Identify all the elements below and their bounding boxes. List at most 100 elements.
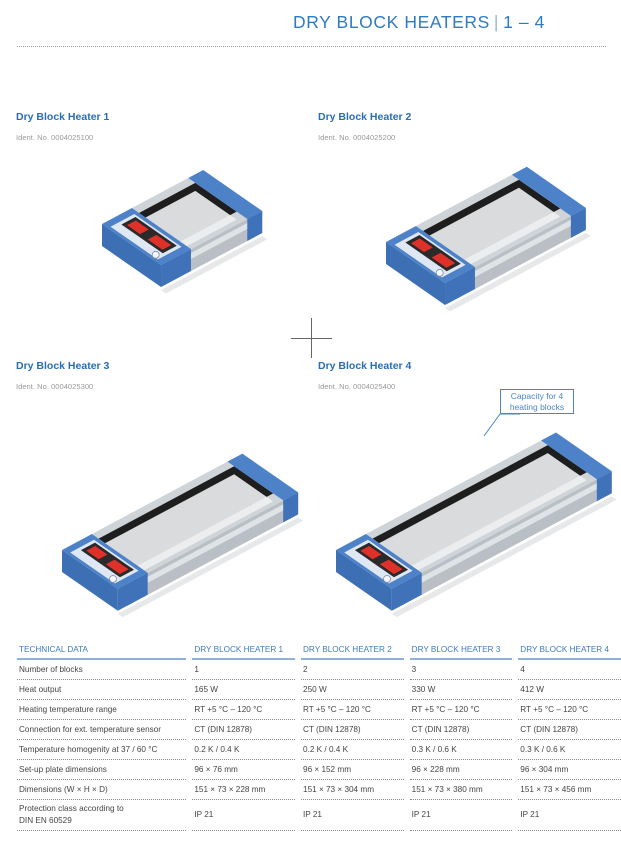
rear-cap	[511, 166, 586, 216]
title-separator: |	[493, 12, 500, 32]
front-cap-side	[391, 572, 422, 611]
table-row: Protection class according to DIN EN 6052…	[17, 800, 621, 831]
temperature-display	[127, 220, 149, 235]
cell-heater-3: 151 × 73 × 380 mm	[409, 780, 513, 800]
cell-heater-3: RT +5 °C – 120 °C	[409, 700, 513, 720]
heater-illustration-3	[62, 453, 304, 618]
power-knob	[383, 575, 391, 583]
page-title: DRY BLOCK HEATERS|1 – 4	[293, 12, 545, 33]
cell-heater-2: 151 × 73 × 304 mm	[301, 780, 404, 800]
power-knob	[435, 268, 444, 277]
cell-heater-1: 0.2 K / 0.4 K	[192, 740, 296, 760]
heater-illustration-1	[102, 169, 268, 294]
cell-heater-1: 96 × 76 mm	[192, 760, 296, 780]
cell-heater-4: IP 21	[518, 800, 621, 831]
rear-cap-side	[283, 492, 299, 523]
row-label: Protection class according to DIN EN 6052…	[17, 800, 187, 831]
cell-heater-4: 151 × 73 × 456 mm	[518, 780, 621, 800]
cell-heater-3: 330 W	[409, 680, 513, 700]
cell-heater-1: 151 × 73 × 228 mm	[192, 780, 296, 800]
crosshair-vertical	[311, 318, 312, 358]
rear-cap-side	[596, 471, 612, 502]
cell-heater-2: 96 × 152 mm	[301, 760, 404, 780]
cell-heater-4: RT +5 °C – 120 °C	[518, 700, 621, 720]
rear-cap	[188, 169, 263, 219]
product-ident-4: Ident. No. 0004025400	[318, 382, 396, 391]
row-label: Heating temperature range	[17, 700, 187, 720]
product-name-2: Dry Block Heater 2	[318, 111, 412, 123]
front-cap-side	[161, 249, 191, 288]
capacity-callout: Capacity for 4 heating blocks	[500, 389, 574, 414]
temperature-display	[360, 546, 382, 560]
rear-cap	[541, 432, 612, 480]
cell-heater-3: IP 21	[409, 800, 513, 831]
cell-heater-2: 250 W	[301, 680, 404, 700]
cell-heater-4: 4	[518, 660, 621, 680]
product-name-3: Dry Block Heater 3	[16, 360, 110, 372]
row-label: Set-up plate dimensions	[17, 760, 187, 780]
side-highlight	[117, 496, 299, 599]
cell-heater-4: 96 × 304 mm	[518, 760, 621, 780]
cell-heater-2: CT (DIN 12878)	[301, 720, 404, 740]
end-face	[336, 550, 392, 611]
rear-cap-side	[247, 210, 263, 241]
shadow	[391, 496, 617, 618]
side-highlight	[391, 475, 612, 599]
cell-heater-4: 412 W	[518, 680, 621, 700]
shadow	[445, 232, 591, 312]
well-floor	[98, 474, 274, 574]
cell-heater-1: 165 W	[192, 680, 296, 700]
product-images	[62, 166, 617, 618]
timer-display	[105, 559, 129, 574]
title-range: 1 – 4	[503, 12, 545, 32]
row-label: Temperature homogenity at 37 / 60 °C	[17, 740, 187, 760]
table-header-row: TECHNICAL DATA DRY BLOCK HEATER 1 DRY BL…	[17, 641, 621, 660]
timer-display	[147, 234, 172, 250]
temperature-display	[86, 546, 108, 560]
row-label: Number of blocks	[17, 660, 187, 680]
cell-heater-4: 0.3 K / 0.6 K	[518, 740, 621, 760]
heater-illustration-4	[336, 432, 617, 618]
product-name-1: Dry Block Heater 1	[16, 111, 110, 123]
temperature-display	[411, 238, 433, 253]
cell-heater-1: 1	[192, 660, 296, 680]
well-floor	[423, 187, 561, 268]
end-face	[386, 242, 446, 306]
technical-data-table: TECHNICAL DATA DRY BLOCK HEATER 1 DRY BL…	[17, 641, 621, 831]
row-label: Connection for ext. temperature sensor	[17, 720, 187, 740]
end-face	[102, 224, 162, 288]
cell-heater-3: 3	[409, 660, 513, 680]
rear-cap	[227, 453, 299, 501]
cell-heater-1: CT (DIN 12878)	[192, 720, 296, 740]
row-label: Dimensions (W × H × D)	[17, 780, 187, 800]
cell-heater-3: CT (DIN 12878)	[409, 720, 513, 740]
callout-line-1: Capacity for 4	[510, 391, 564, 401]
side-highlight	[445, 211, 586, 294]
cell-heater-3: 0.3 K / 0.6 K	[409, 740, 513, 760]
product-name-4: Dry Block Heater 4	[318, 360, 412, 372]
header-heater-1: DRY BLOCK HEATER 1	[192, 641, 296, 660]
header-heater-2: DRY BLOCK HEATER 2	[301, 641, 404, 660]
power-knob	[151, 250, 160, 259]
timer-display	[431, 252, 456, 268]
end-face	[62, 550, 118, 611]
cell-heater-1: IP 21	[192, 800, 296, 831]
cell-heater-2: 2	[301, 660, 404, 680]
product-ident-3: Ident. No. 0004025300	[16, 382, 94, 391]
row-label-line: DIN EN 60529	[19, 816, 72, 825]
front-cap-side	[117, 572, 148, 611]
cell-heater-2: 0.2 K / 0.4 K	[301, 740, 404, 760]
header-heater-4: DRY BLOCK HEATER 4	[518, 641, 621, 660]
cell-heater-2: RT +5 °C – 120 °C	[301, 700, 404, 720]
row-label-line: Protection class according to	[19, 804, 124, 813]
product-ident-2: Ident. No. 0004025200	[318, 133, 396, 142]
title-text: DRY BLOCK HEATERS	[292, 12, 490, 32]
header-technical-data: TECHNICAL DATA	[17, 641, 187, 660]
power-knob	[109, 575, 117, 583]
